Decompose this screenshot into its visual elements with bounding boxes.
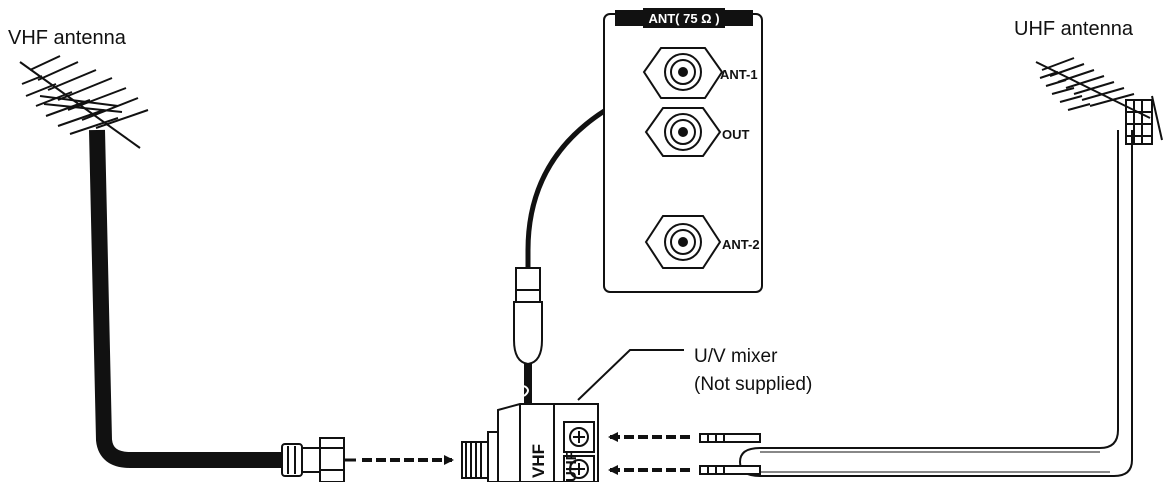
uhf-lead-ends <box>699 433 761 475</box>
vhf-cable <box>89 129 282 468</box>
mixer-label-line1: U/V mixer <box>694 346 778 367</box>
uhf-feeder-cable <box>738 130 1133 477</box>
ant2-label: ANT-2 <box>722 237 760 252</box>
ant2-connector <box>644 215 722 269</box>
uhf-antenna-label: UHF antenna <box>1014 18 1134 40</box>
vhf-port-label: VHF <box>529 444 548 478</box>
vhf-antenna <box>19 55 149 149</box>
vhf-antenna-label: VHF antenna <box>8 27 127 49</box>
ant1-label: ANT-1 <box>720 67 758 82</box>
ant1-connector <box>642 47 724 99</box>
mixer-output-plug <box>513 267 543 366</box>
out-label: OUT <box>722 127 750 142</box>
out-connector <box>644 107 722 157</box>
mixer-callout-line <box>577 349 684 401</box>
uhf-antenna <box>1035 57 1163 145</box>
uv-mixer <box>461 403 599 482</box>
mixer-label-line2: (Not supplied) <box>694 374 812 395</box>
vhf-coax-plug <box>281 437 356 482</box>
panel-header: ANT( 75 Ω ) <box>648 11 719 26</box>
uhf-port-label: UHF <box>563 451 580 482</box>
